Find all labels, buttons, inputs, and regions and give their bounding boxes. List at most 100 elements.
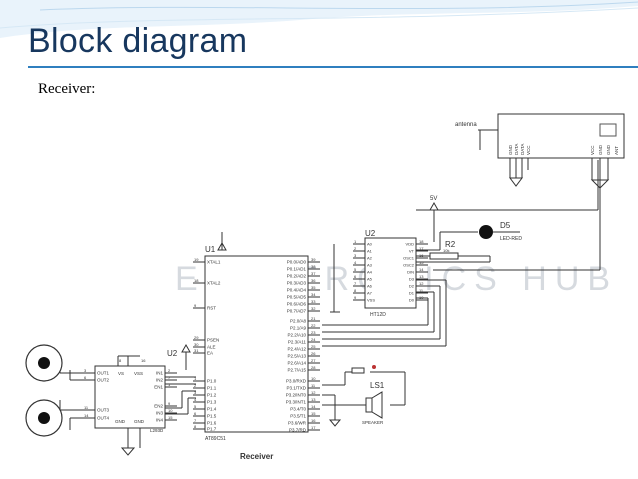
pin-number: 6 — [194, 411, 197, 416]
header-swoosh — [0, 0, 638, 38]
pin-name: A3 — [367, 263, 373, 268]
pin-number: 22 — [311, 323, 316, 328]
pin-number: 7 — [168, 375, 171, 380]
pin-name: A0 — [367, 242, 373, 247]
pin-name: P0.6/AD6 — [287, 302, 307, 307]
pin-name: P1.0 — [207, 379, 217, 384]
driver-label-vs: VS — [118, 371, 124, 376]
pin-name: P0.0/AD0 — [287, 260, 307, 265]
pin-name: P2.5/A13 — [287, 354, 306, 359]
pin-number: 6 — [354, 274, 357, 279]
driver-label-vss: VSS — [134, 371, 143, 376]
pin-name: P1.6 — [207, 421, 217, 426]
ls1-value: SPEAKER — [362, 420, 384, 425]
pin-number: 10 — [311, 376, 316, 381]
speaker-ls1: LS1 SPEAKER — [328, 381, 385, 427]
pin-number: 6 — [84, 375, 87, 380]
pin-name: DIN — [407, 270, 414, 275]
pin-name: P2.3/A11 — [288, 340, 307, 345]
pin-number: 23 — [311, 330, 316, 335]
pin-name: P3.0/RXD — [286, 379, 307, 384]
pin-name: IN2 — [156, 378, 164, 383]
driver-part: L293D — [150, 428, 164, 433]
pin-number: 9 — [168, 401, 171, 406]
pin-number: 1 — [354, 239, 357, 244]
pin-number: 11 — [311, 383, 316, 388]
driver-ref: U2 — [167, 349, 178, 358]
pin-name: P3.5/T1 — [290, 414, 306, 419]
pin-name: A2 — [367, 256, 373, 261]
pin-number: 30 — [194, 342, 199, 347]
rf-pin-1: GND — [508, 144, 513, 155]
pin-name: P3.4/T0 — [290, 407, 306, 412]
pin-number: 17 — [311, 425, 316, 430]
rf-pin-5: VCC — [590, 145, 595, 155]
pin-name: P2.2/A10 — [287, 333, 306, 338]
pin-name: OSC2 — [403, 263, 415, 268]
pin-name: XTAL2 — [207, 281, 221, 286]
pin-name: P0.2/AD2 — [287, 274, 307, 279]
pin-number: 18 — [194, 278, 199, 283]
pin-name: P2.1/A9 — [290, 326, 307, 331]
pin-number: 15 — [419, 260, 424, 265]
pin-number: 19 — [194, 257, 199, 262]
resistor-r2: R2 10k — [429, 240, 459, 260]
pin-number: 8 — [194, 424, 197, 429]
ls1-ref: LS1 — [370, 381, 385, 390]
pin-number: 13 — [419, 274, 424, 279]
pin-number: 17 — [419, 246, 424, 251]
driver-top-pin-2: 16 — [141, 358, 146, 363]
rf-pin-2: DATA — [514, 144, 519, 155]
pin-name: A6 — [367, 284, 373, 289]
slide-title: Block diagram — [28, 22, 248, 60]
pin-number: 11 — [84, 405, 89, 410]
pin-number: 11 — [419, 288, 424, 293]
mcu-ref: U1 — [205, 245, 216, 254]
pin-number: 4 — [194, 397, 197, 402]
pin-number: 18 — [419, 239, 424, 244]
pin-name: P2.6/A14 — [287, 361, 306, 366]
r2-value: 10k — [443, 248, 449, 253]
pin-number: 28 — [311, 365, 316, 370]
pin-name: VSS — [367, 298, 375, 303]
pin-number: 3 — [194, 390, 197, 395]
pin-name: IN1 — [156, 371, 164, 376]
pin-number: 3 — [354, 253, 357, 258]
pin-number: 7 — [194, 418, 197, 423]
supply-5v: 5V — [217, 196, 439, 251]
pin-name: P0.1/AD1 — [287, 267, 307, 272]
rf-receiver-module: antenna GND DATA DATA VCC VCC GND GND AN… — [455, 113, 625, 189]
schematic-caption: Receiver — [240, 452, 273, 461]
pin-number: 2 — [194, 383, 197, 388]
r2-ref: R2 — [445, 240, 456, 249]
